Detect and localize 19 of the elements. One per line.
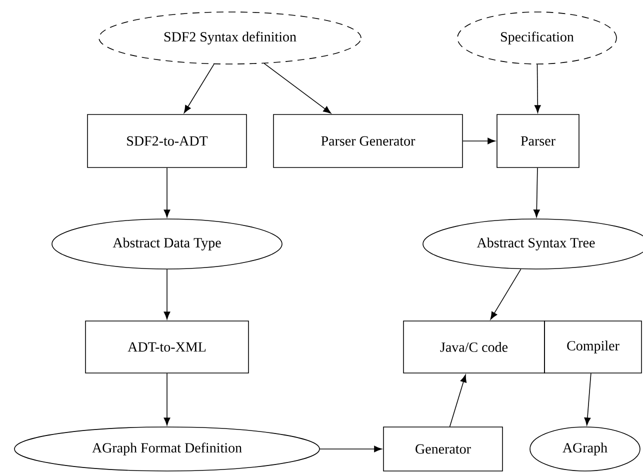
process-box: Parser Generator <box>273 114 463 168</box>
arrow <box>490 268 522 320</box>
arrow <box>164 168 170 218</box>
process-box: ADT-to-XML <box>85 320 249 374</box>
arrow <box>534 64 541 113</box>
arrow <box>184 64 214 114</box>
arrow <box>320 446 382 452</box>
arrow <box>584 373 592 426</box>
arrow <box>533 168 540 218</box>
arrow <box>264 63 332 114</box>
process-box: Java/C code <box>403 320 545 374</box>
process-box: Generator <box>383 426 503 472</box>
process-box: Compiler <box>544 320 642 374</box>
process-box: SDF2-to-ADT <box>87 114 247 168</box>
arrow <box>449 374 467 427</box>
arrow <box>462 138 496 144</box>
process-box: Parser <box>496 114 580 168</box>
arrow <box>164 269 170 320</box>
arrow <box>164 373 170 426</box>
